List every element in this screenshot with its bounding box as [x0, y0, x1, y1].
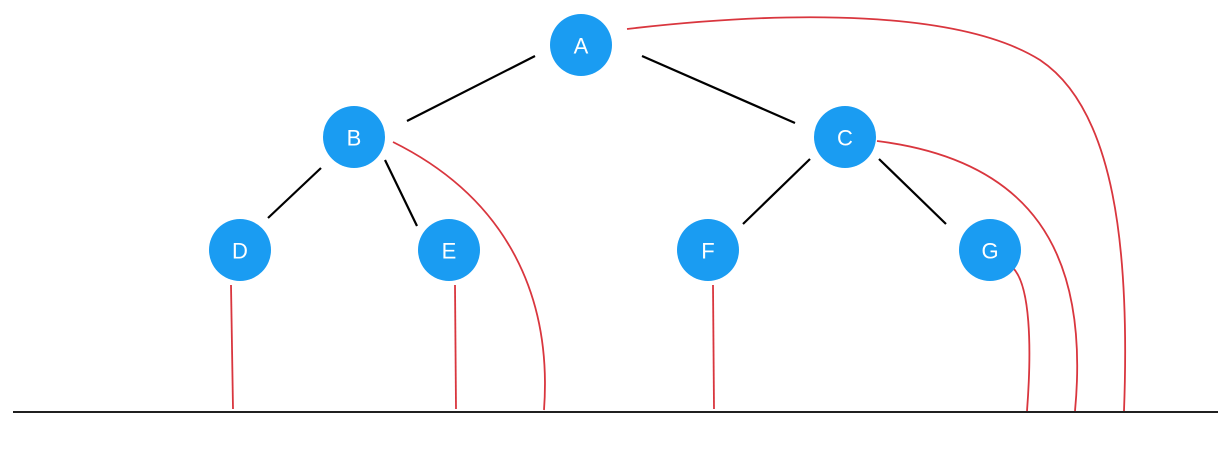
tree-nodes: A B C D E F G	[209, 14, 1021, 281]
projection-line-d	[230, 284, 234, 410]
edge-a-c	[641, 54, 796, 125]
node-b[interactable]: B	[323, 106, 385, 168]
node-a-circle	[550, 14, 612, 76]
node-c-label: C	[837, 126, 853, 151]
node-c-circle	[814, 106, 876, 168]
projection-line-a	[626, 16, 1127, 412]
node-g-label: G	[981, 239, 998, 264]
node-d-label: D	[232, 239, 248, 264]
edge-c-f	[742, 158, 811, 225]
node-e[interactable]: E	[418, 219, 480, 281]
node-b-label: B	[347, 126, 362, 151]
node-a[interactable]: A	[550, 14, 612, 76]
node-f-label: F	[701, 239, 714, 264]
node-a-label: A	[574, 34, 589, 59]
projection-line-c	[876, 140, 1079, 412]
node-b-circle	[323, 106, 385, 168]
node-d-circle	[209, 219, 271, 281]
edge-b-d	[267, 167, 322, 219]
node-e-circle	[418, 219, 480, 281]
tree-edges	[267, 54, 947, 227]
node-g[interactable]: G	[959, 219, 1021, 281]
projection-lines	[230, 16, 1127, 412]
node-e-label: E	[442, 239, 457, 264]
edge-c-g	[878, 158, 947, 225]
projection-line-g	[1012, 267, 1031, 412]
node-d[interactable]: D	[209, 219, 271, 281]
node-f[interactable]: F	[677, 219, 739, 281]
projection-line-e	[454, 284, 457, 410]
edge-a-b	[406, 55, 536, 122]
projection-line-f	[712, 284, 715, 410]
projection-line-b	[392, 141, 546, 411]
node-g-circle	[959, 219, 1021, 281]
node-c[interactable]: C	[814, 106, 876, 168]
edge-b-e	[384, 159, 418, 227]
node-f-circle	[677, 219, 739, 281]
